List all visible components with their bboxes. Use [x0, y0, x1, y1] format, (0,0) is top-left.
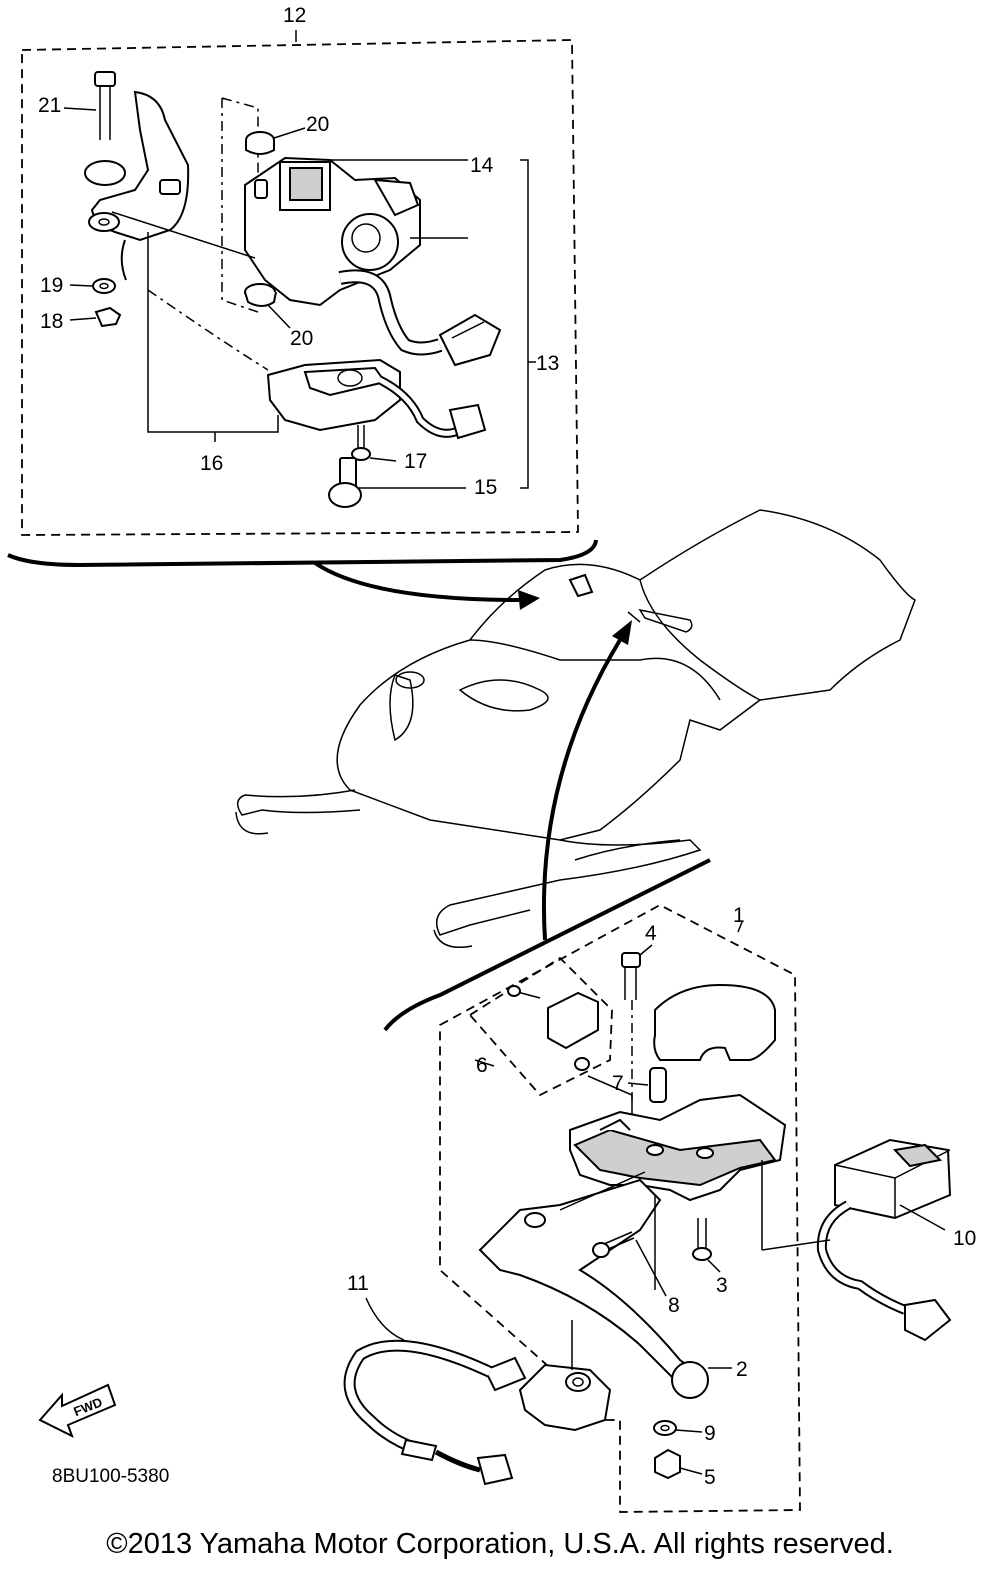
callout-10: 10	[953, 1227, 976, 1250]
housing-16	[266, 358, 487, 440]
callout-17: 17	[404, 450, 427, 473]
inset-box-1	[439, 903, 801, 1513]
callout-20-bottom: 20	[290, 327, 313, 350]
callout-2: 2	[736, 1358, 748, 1381]
screw-15	[328, 457, 466, 508]
nut-18	[69, 306, 122, 328]
callout-5: 5	[704, 1466, 716, 1489]
catalog-code: 8BU100-5380	[52, 1466, 169, 1487]
sensor-11	[343, 1297, 612, 1486]
bolt-21	[63, 71, 116, 140]
grommet-20-top	[245, 127, 306, 155]
callout-19: 19	[40, 274, 63, 297]
callout-15: 15	[474, 476, 497, 499]
bolt-4	[621, 944, 653, 1100]
callout-21: 21	[38, 94, 61, 117]
callout-16: 16	[200, 452, 223, 475]
callout-6: 6	[476, 1054, 488, 1077]
callout-11: 11	[347, 1272, 369, 1295]
callout-9: 9	[704, 1422, 716, 1445]
lever-2	[478, 1171, 732, 1399]
callout-18: 18	[40, 310, 63, 333]
callout-7: 7	[612, 1072, 624, 1095]
lever-base	[569, 1093, 787, 1202]
washer-19	[69, 278, 116, 294]
screw-17	[351, 425, 397, 462]
snowmobile	[235, 509, 916, 948]
fwd-arrow-icon: FWD	[38, 1383, 117, 1439]
inset-box-12	[7, 30, 598, 568]
washer-9	[653, 1420, 703, 1436]
callout-4: 4	[645, 922, 657, 945]
callout-13: 13	[536, 352, 559, 375]
lever-cover	[653, 983, 776, 1061]
grommet-20-bottom	[244, 283, 291, 329]
copyright-notice: ©2013 Yamaha Motor Corporation, U.S.A. A…	[106, 1528, 894, 1560]
unit-10	[761, 1138, 952, 1342]
bracket	[84, 90, 190, 281]
callout-20-top: 20	[306, 113, 329, 136]
callout-14: 14	[470, 154, 494, 177]
screw-8	[592, 1195, 667, 1297]
group-6	[468, 956, 613, 1097]
callout-3: 3	[716, 1274, 728, 1297]
callout-1: 1	[733, 904, 745, 927]
throttle-sensor-14	[244, 156, 468, 307]
nut-5	[654, 1448, 703, 1480]
screw-3	[692, 1218, 721, 1273]
callout-8: 8	[668, 1294, 680, 1317]
sensor-cable	[338, 269, 502, 367]
callout-12: 12	[283, 4, 306, 27]
